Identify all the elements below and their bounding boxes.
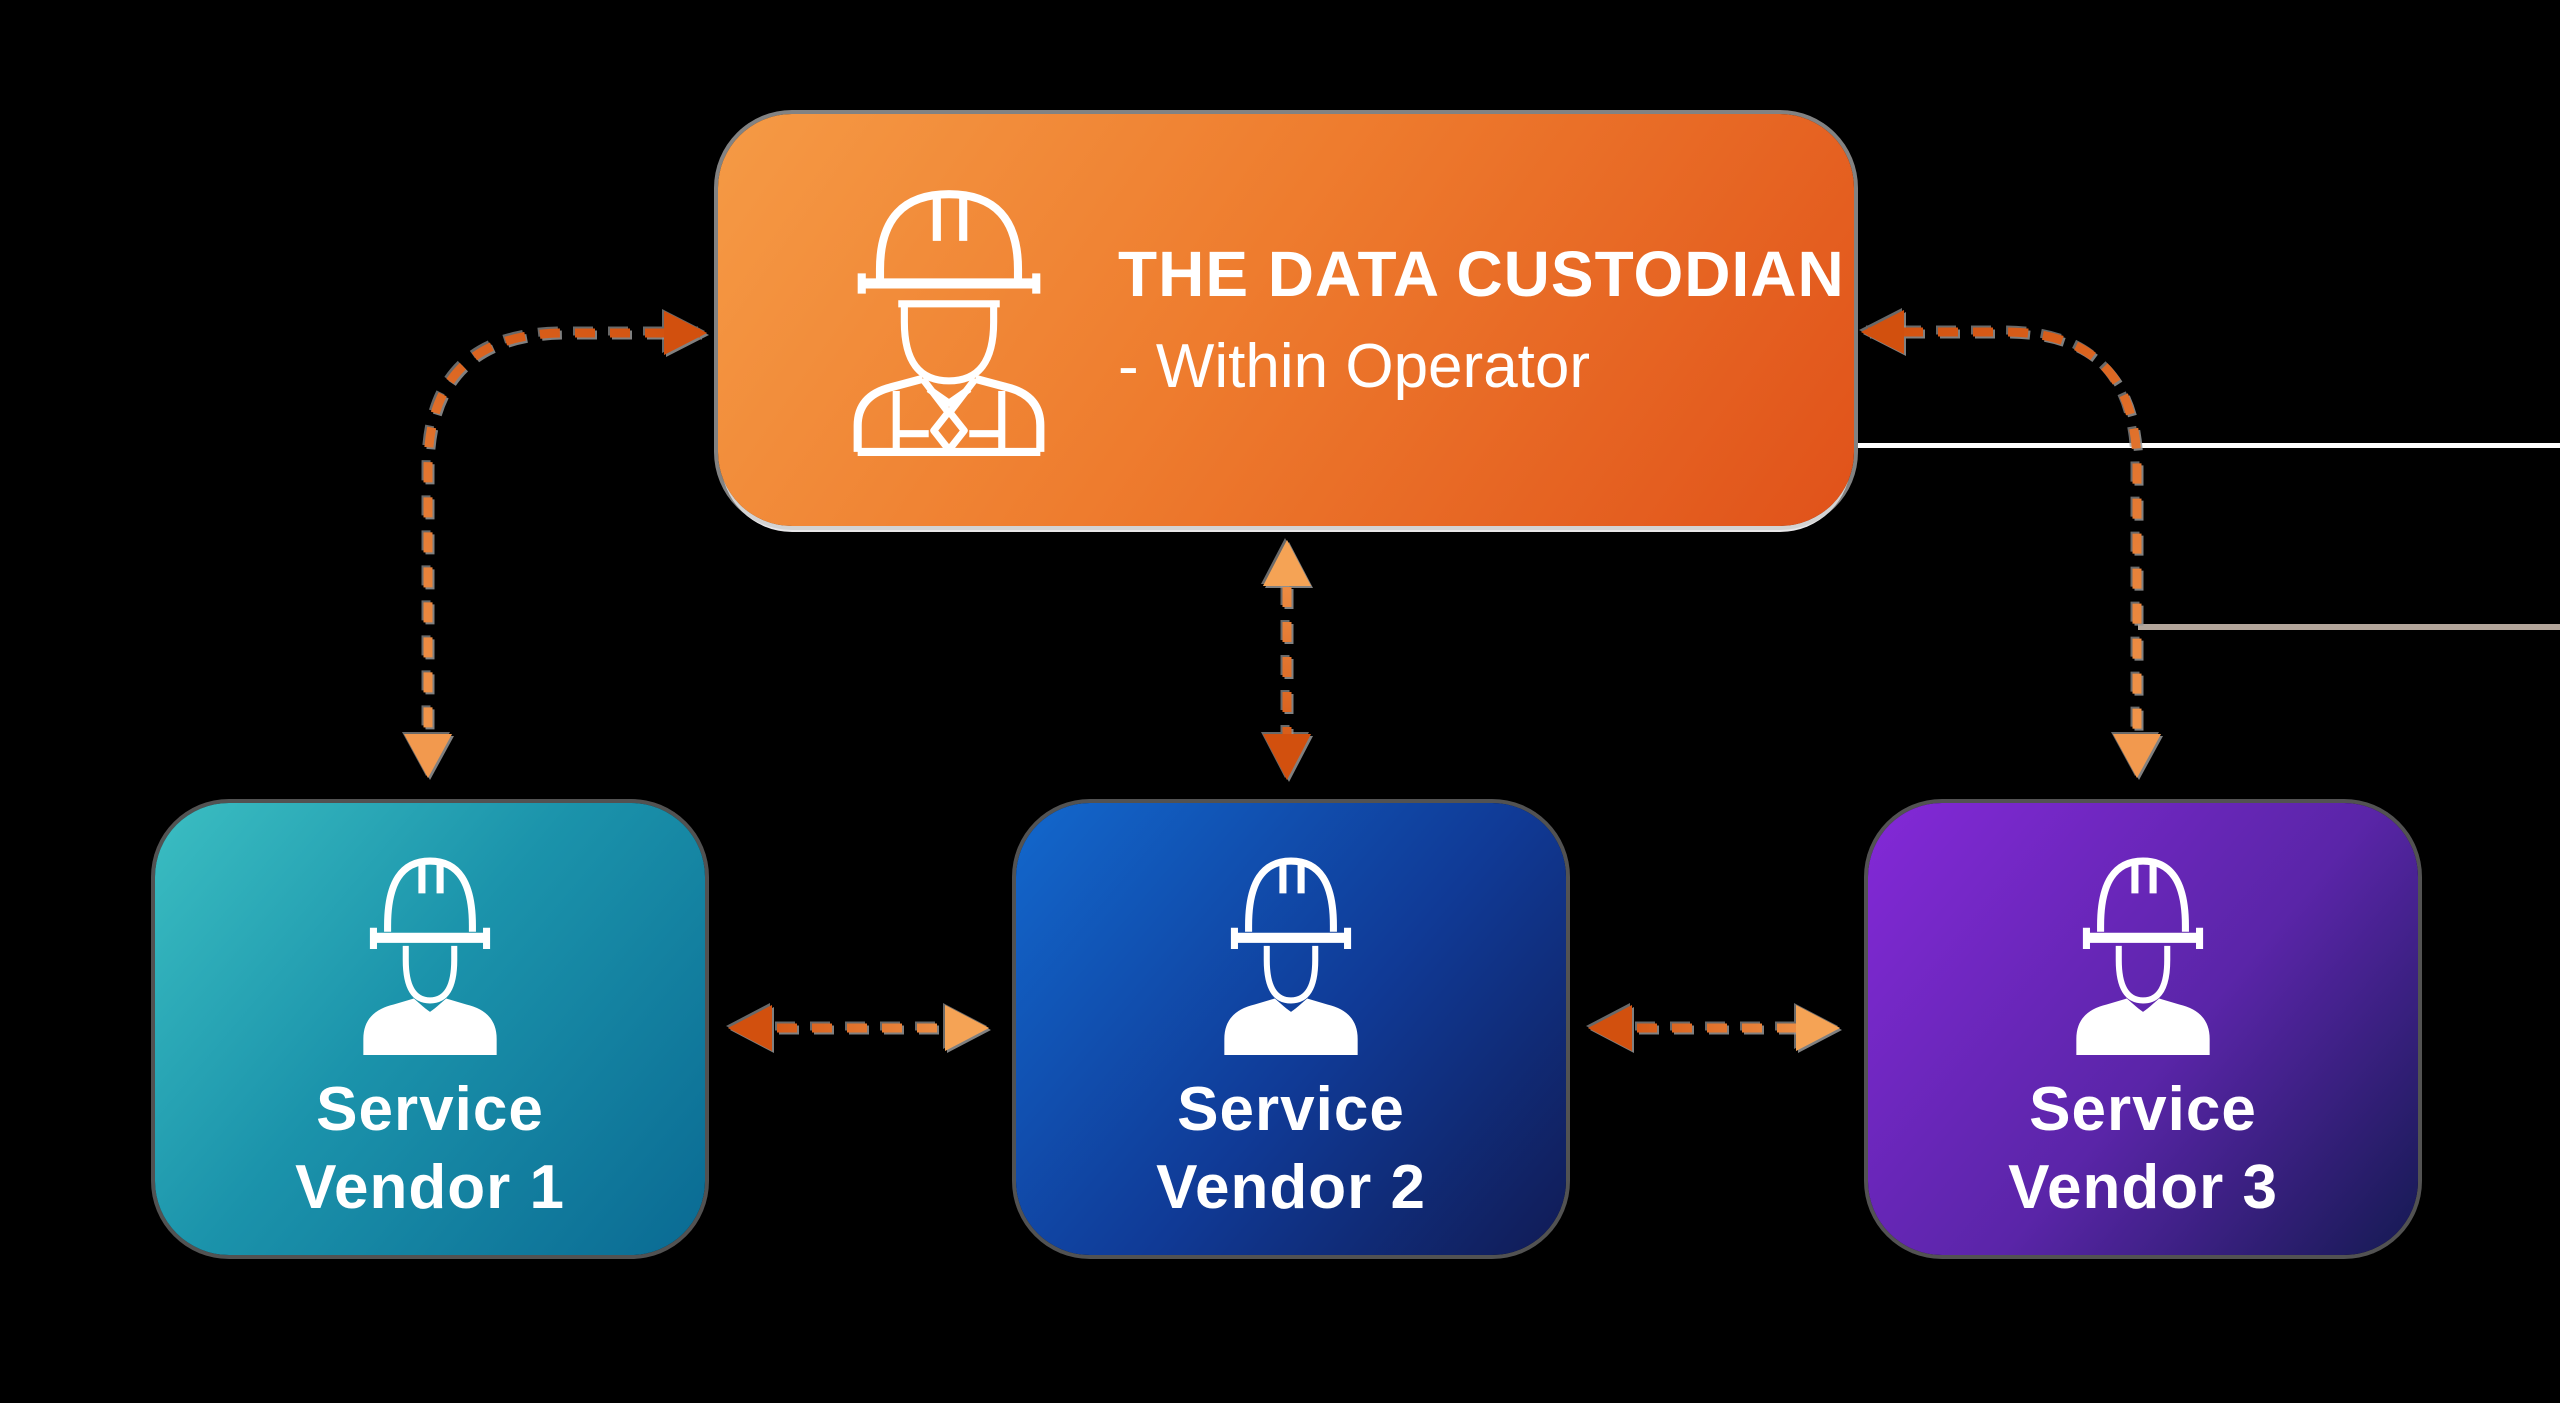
arrow-vendor2-vendor3 (1588, 1005, 1840, 1051)
arrow-custodian-vendor2 (1263, 540, 1311, 780)
vendor-box-3: Service Vendor 3 (1868, 803, 2418, 1255)
custodian-subtitle: - Within Operator (1118, 332, 1591, 402)
custodian-box: THE DATA CUSTODIAN - Within Operator (718, 114, 1854, 526)
vendor-label-line1: Service (1177, 1075, 1405, 1144)
vendor-label: Service Vendor 1 (295, 1071, 565, 1227)
vendor-label: Service Vendor 3 (2008, 1071, 2278, 1227)
vendor-label-line2: Vendor 1 (295, 1153, 565, 1223)
vendor-label-line2: Vendor 3 (2008, 1153, 2278, 1223)
artifact-line-tan (2138, 624, 2560, 630)
artifact-line-white (1858, 443, 2560, 448)
vendor-box-1: Service Vendor 1 (155, 803, 705, 1255)
vendor-label-line1: Service (2029, 1075, 2257, 1144)
custodian-title: THE DATA CUSTODIAN (1118, 237, 1845, 310)
engineer-solid-icon (349, 853, 511, 1055)
vendor-label: Service Vendor 2 (1156, 1071, 1426, 1227)
engineer-outline-icon (846, 182, 1052, 458)
vendor-label-line2: Vendor 2 (1156, 1153, 1426, 1223)
vendor-label-line1: Service (316, 1075, 544, 1144)
vendor-box-2: Service Vendor 2 (1016, 803, 1566, 1255)
arrow-custodian-vendor3 (1861, 310, 2161, 778)
engineer-solid-icon (1210, 853, 1372, 1055)
arrow-vendor1-vendor2 (728, 1005, 989, 1051)
engineer-solid-icon (2062, 853, 2224, 1055)
arrow-custodian-vendor1 (404, 311, 707, 778)
